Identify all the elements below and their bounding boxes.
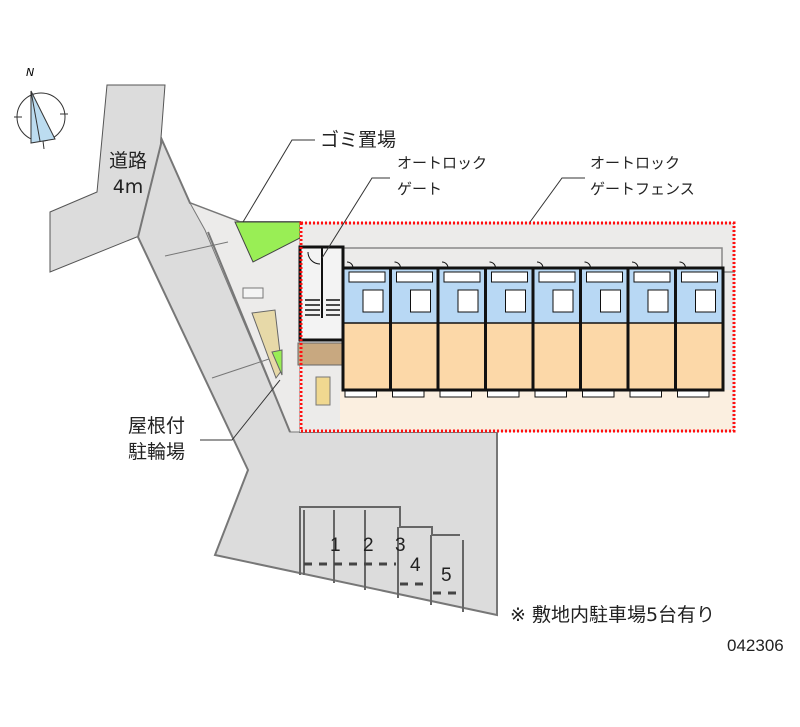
bike-parking-label-line2: 駐輪場 bbox=[128, 441, 186, 463]
parking-space-2: 2 bbox=[363, 535, 374, 556]
unit-living-room bbox=[628, 323, 676, 390]
unit-bath bbox=[410, 289, 431, 313]
road-area bbox=[49, 84, 166, 273]
unit-balcony bbox=[344, 390, 377, 398]
leader-lines bbox=[200, 139, 585, 441]
unit-balcony bbox=[677, 390, 710, 398]
unit-living-room bbox=[675, 323, 723, 390]
stairwell bbox=[298, 245, 345, 342]
autolock-fence-label: オートロック ゲートフェンス bbox=[590, 150, 695, 202]
unit-bath bbox=[552, 289, 574, 313]
unit-kitchen bbox=[443, 271, 481, 283]
unit-living-room bbox=[533, 323, 581, 390]
autolock-gate-label-line2: ゲート bbox=[397, 180, 443, 198]
parking-lot bbox=[299, 506, 464, 612]
parking-note: ※ 敷地内駐車場5台有り bbox=[510, 604, 716, 626]
unit-balcony bbox=[629, 390, 662, 398]
autolock-fence-label-line1: オートロック bbox=[590, 154, 681, 172]
parking-space-5: 5 bbox=[441, 565, 452, 586]
unit-kitchen bbox=[681, 271, 718, 283]
unit-bath bbox=[457, 289, 479, 313]
unit-bath bbox=[600, 289, 621, 313]
unit-bath bbox=[505, 289, 526, 313]
parking-space-1: 1 bbox=[330, 535, 341, 556]
unit-living-room bbox=[390, 323, 438, 390]
unit-bath bbox=[362, 289, 384, 313]
road-label-name: 道路 bbox=[108, 150, 147, 172]
unit-kitchen bbox=[586, 271, 623, 283]
bike-parking-label: 屋根付 駐輪場 bbox=[128, 413, 185, 465]
unit-living-room bbox=[580, 323, 628, 390]
north-arrow-compass-icon bbox=[14, 90, 68, 150]
autolock-gate-fence bbox=[299, 221, 736, 433]
property-code: 042306 bbox=[727, 636, 784, 655]
unit-kitchen bbox=[348, 271, 386, 283]
compass-north-label: N bbox=[26, 66, 35, 79]
unit-kitchen bbox=[491, 271, 528, 283]
parking-space-4: 4 bbox=[410, 555, 421, 576]
unit-bath bbox=[695, 289, 716, 313]
road-label: 道路 4m bbox=[103, 148, 153, 200]
garbage-box bbox=[297, 342, 343, 366]
unit-kitchen bbox=[633, 271, 671, 283]
unit-balcony bbox=[392, 390, 425, 398]
autolock-gate-label: オートロック ゲート bbox=[397, 150, 487, 202]
unit-balcony bbox=[439, 390, 472, 398]
unit-balcony bbox=[534, 390, 567, 398]
unit-balcony bbox=[582, 390, 615, 398]
garbage-label: ゴミ置場 bbox=[320, 129, 397, 151]
unit-living-room bbox=[438, 323, 486, 390]
unit-living-room bbox=[343, 323, 391, 390]
parking-space-3: 3 bbox=[395, 535, 406, 556]
autolock-gate-label-line1: オートロック bbox=[397, 154, 488, 172]
unit-kitchen bbox=[396, 271, 433, 283]
bike-parking-label-line1: 屋根付 bbox=[128, 415, 186, 437]
unit-balcony bbox=[487, 390, 520, 398]
autolock-fence-label-line2: ゲートフェンス bbox=[590, 180, 695, 198]
unit-living-room bbox=[485, 323, 533, 390]
unit-bath bbox=[647, 289, 669, 313]
unit-kitchen bbox=[538, 271, 576, 283]
road-label-width: 4m bbox=[112, 176, 144, 198]
building-unit bbox=[674, 266, 725, 392]
